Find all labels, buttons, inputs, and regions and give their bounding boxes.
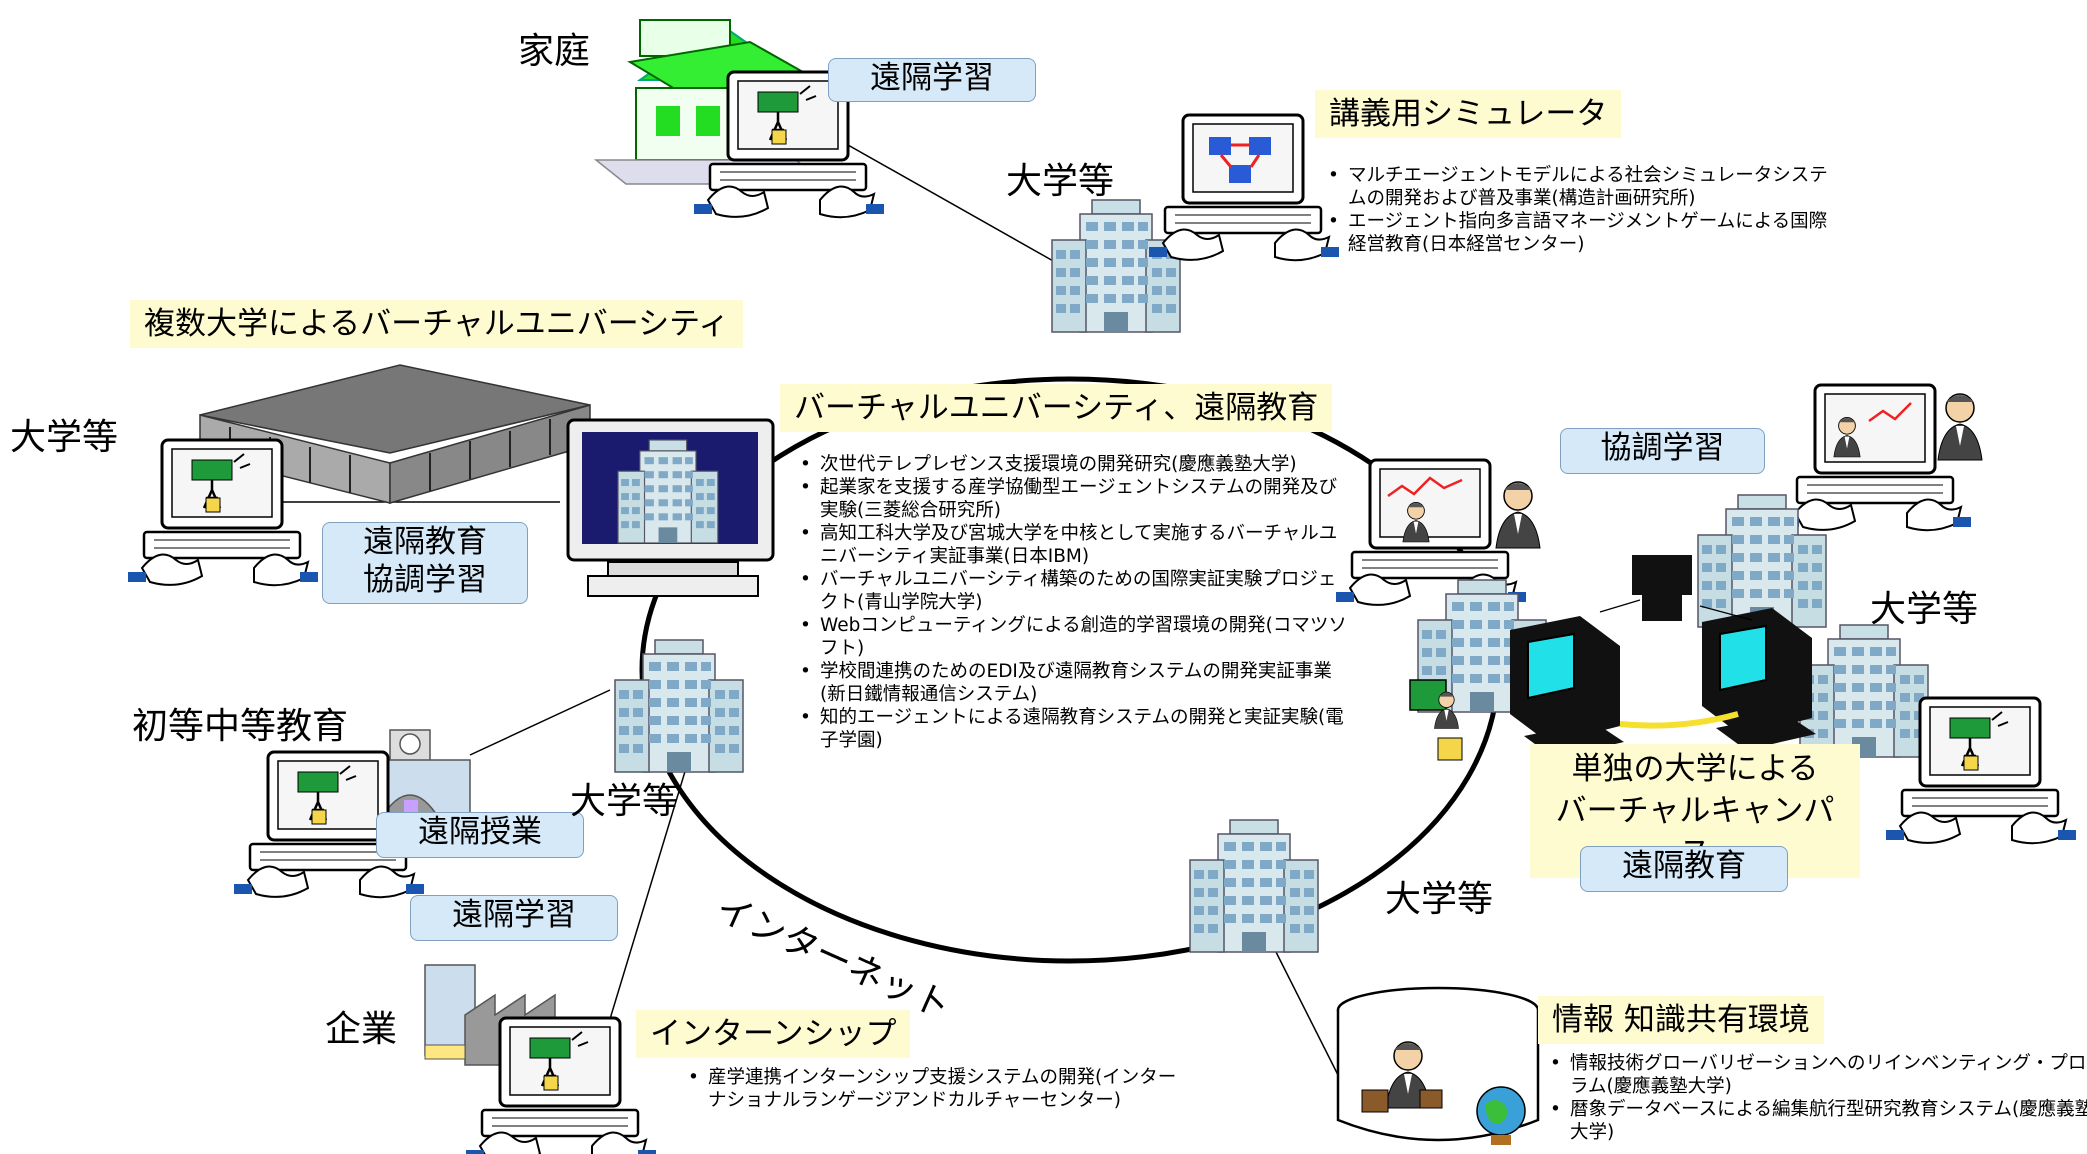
company-label: 企業: [325, 1009, 398, 1050]
multi-univ-tag: 遠隔教育 協調学習: [322, 522, 528, 604]
center-item: 次世代テレプレゼンス支援環境の開発研究(慶應義塾大学): [800, 453, 1350, 476]
center-item: バーチャルユニバーシティ構築のための国際実証実験プロジェクト(青山学院大学): [800, 568, 1350, 614]
center-title: バーチャルユニバーシティ、遠隔教育: [780, 384, 1333, 432]
center-item: 知的エージェントによる遠隔教育システムの開発と実証実験(電子学園): [800, 706, 1350, 752]
multi-univ-title: 複数大学によるバーチャルユニバーシティ: [130, 300, 744, 348]
center-monitor-icon: [566, 418, 775, 597]
company-list: 産学連携インターンシップ支援システムの開発(インターナショナルランゲージアンドカ…: [680, 1066, 1178, 1112]
person-icon-left: [1495, 481, 1541, 549]
knowledge-item: 暦象データベースによる編集航行型研究教育システム(慶應義塾大学): [1550, 1098, 2087, 1144]
home-label: 家庭: [518, 31, 591, 72]
center-building-icon: [614, 639, 744, 773]
connector-lines: [270, 131, 1339, 1076]
simulator-title: 講義用シミュレータ: [1315, 90, 1622, 138]
center-univ-label: 大学等: [570, 781, 679, 822]
company-title: インターンシップ: [636, 1010, 911, 1058]
crt-left-icon: [1509, 615, 1625, 759]
knowledge-list: 情報技術グローバリゼーションへのリインベンティング・プログラム(慶應義塾大学) …: [1542, 1052, 2087, 1144]
collab-univ-label: 大学等: [1870, 589, 1979, 630]
knowledge-title: 情報 知識共有環境: [1538, 996, 1824, 1044]
multi-univ-tag-line2: 協調学習: [363, 562, 487, 598]
multi-univ-label: 大学等: [10, 417, 119, 458]
collab-computer-left-icon: [1334, 458, 1528, 607]
collab-tag: 協調学習: [1560, 428, 1765, 474]
simulator-list: マルチエージェントモデルによる社会シミュレータシステムの開発および普及事業(構造…: [1320, 164, 1828, 256]
internet-building-icon: [1189, 819, 1319, 953]
center-item: 学校間連携のためのEDI及び遠隔教育システムの開発実証事業(新日鐵情報通信システ…: [800, 660, 1350, 706]
collab-computer-right-icon: [1779, 383, 1973, 532]
student-icon: [1409, 679, 1463, 761]
campus-icon: [199, 364, 591, 504]
center-list: 次世代テレプレゼンス支援環境の開発研究(慶應義塾大学) 起業家を支援する産学協働…: [792, 453, 1350, 752]
center-item: 起業家を支援する産学協働型エージェントシステムの開発及び実験(三菱総合研究所): [800, 476, 1350, 522]
simulator-item: エージェント指向多言語マネージメントゲームによる国際経営教育(日本経営センター): [1328, 210, 1828, 256]
simulator-computer-icon: [1147, 113, 1341, 262]
campus-links: [1599, 599, 1753, 621]
center-item: Webコンピューティングによる創造的学習環境の開発(コマツソフト): [800, 614, 1350, 660]
center-item: 高知工科大学及び宮城大学を中核として実施するバーチャルユニバーシティ実証事業(日…: [800, 522, 1350, 568]
home-tag: 遠隔学習: [828, 58, 1036, 102]
school-tag: 遠隔授業: [376, 812, 584, 858]
crt-right-icon: [1701, 607, 1817, 751]
company-item: 産学連携インターンシップ支援システムの開発(インターナショナルランゲージアンドカ…: [688, 1066, 1178, 1112]
multi-univ-tag-line1: 遠隔教育: [363, 524, 487, 560]
simulator-building-icon: [1051, 199, 1181, 333]
knowledge-univ-label: 大学等: [1385, 879, 1494, 920]
campus-link: [1619, 711, 1739, 729]
single-title-line1: 単独の大学による: [1571, 751, 1819, 787]
person-icon-right: [1937, 393, 1983, 461]
simulator-univ-label: 大学等: [1006, 161, 1115, 202]
school-label: 初等中等教育: [132, 706, 349, 747]
knowledge-item: 情報技術グローバリゼーションへのリインベンティング・プログラム(慶應義塾大学): [1550, 1052, 2087, 1098]
company-tag: 遠隔学習: [410, 895, 618, 941]
single-tag: 遠隔教育: [1580, 846, 1788, 892]
globe-icon: [1476, 1086, 1526, 1145]
simulator-item: マルチエージェントモデルによる社会シミュレータシステムの開発および普及事業(構造…: [1328, 164, 1828, 210]
collab-building-right-icon: [1799, 624, 1929, 758]
crt-server-icon: [1632, 555, 1692, 621]
